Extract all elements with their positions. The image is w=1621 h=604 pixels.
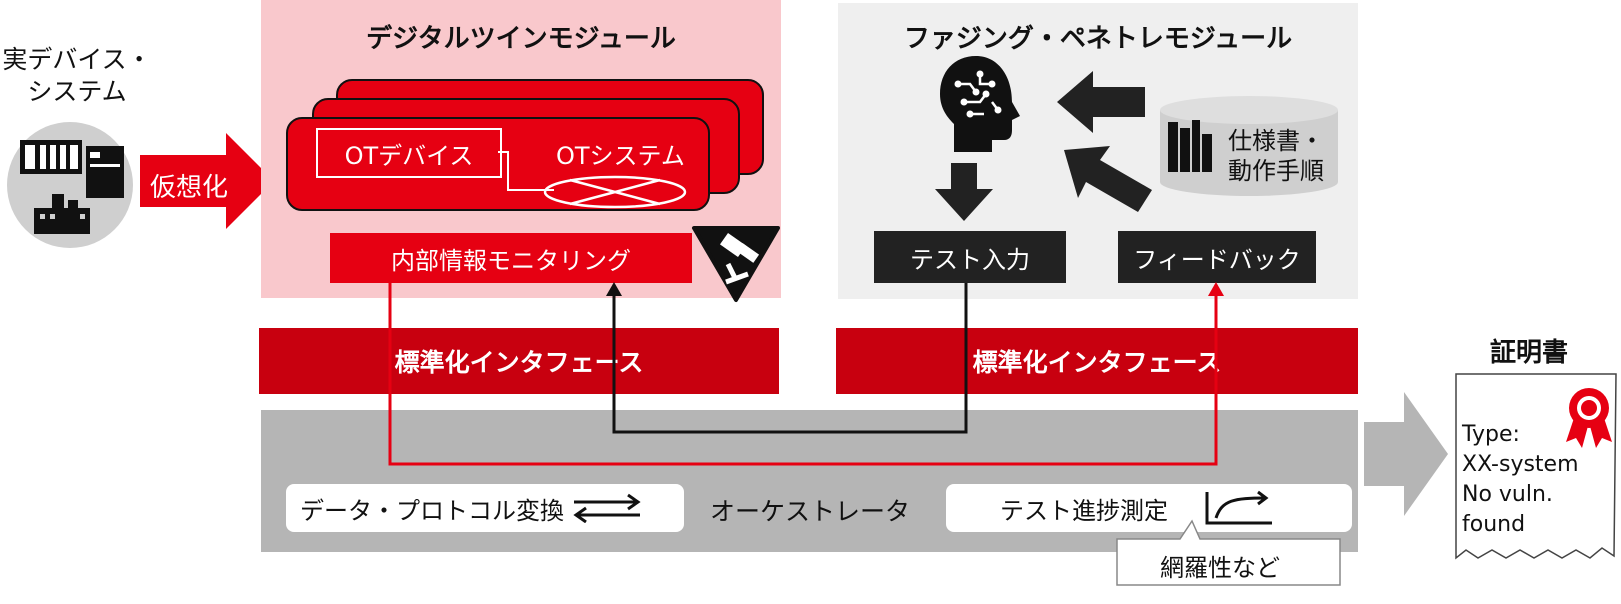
- internal-monitoring-box: 内部情報モニタリング: [330, 233, 692, 283]
- test-input-label: テスト入力: [910, 245, 1030, 274]
- left-arrow-icon: [1057, 71, 1145, 133]
- ot-device-box: OTデバイス: [316, 128, 502, 178]
- diagonal-arrow-icon: [1064, 146, 1152, 212]
- real-devices-icon: [7, 122, 133, 248]
- digital-twin-title: デジタルツインモジュール: [366, 24, 676, 54]
- protocol-conversion-pill: データ・プロトコル変換: [286, 484, 684, 532]
- real-device-label: 実デバイス・ システム: [2, 45, 152, 106]
- award-ribbon-icon: [1566, 388, 1612, 448]
- dt-interface-bar: 標準化インタフェース: [259, 328, 779, 394]
- fz-interface-label: 標準化インタフェース: [972, 348, 1222, 377]
- spec-label: 仕様書・ 動作手順: [1228, 127, 1324, 185]
- ot-device-system-link: [498, 151, 554, 191]
- test-progress-pill: テスト進捗測定: [946, 484, 1352, 532]
- down-arrow-icon: [935, 163, 993, 221]
- progress-curve-icon: [1205, 490, 1272, 525]
- bidirectional-arrows-icon: [573, 493, 641, 523]
- test-progress-label: テスト進捗測定: [1000, 496, 1168, 525]
- spec-database-icon: [1160, 96, 1338, 196]
- ai-head-icon: [940, 56, 1020, 152]
- coverage-callout-shape: [1116, 519, 1341, 586]
- feedback-label: フィードバック: [1133, 245, 1301, 274]
- virtualize-arrow: [140, 133, 274, 229]
- certificate-text: Type: XX-system No vuln. found: [1462, 422, 1579, 537]
- feedback-box: フィードバック: [1118, 231, 1316, 283]
- ot-network-icon: [543, 175, 687, 209]
- internal-monitoring-label: 内部情報モニタリング: [391, 246, 631, 275]
- test-input-box: テスト入力: [874, 231, 1066, 283]
- twin-card-front: [286, 117, 710, 211]
- coverage-callout-label: 網羅性など: [1160, 554, 1280, 582]
- ot-device-label: OTデバイス: [344, 141, 474, 170]
- orchestrator-label: オーケストレータ: [710, 497, 911, 526]
- dt-interface-label: 標準化インタフェース: [394, 348, 644, 377]
- fuzzing-title: ファジング・ペネトレモジュール: [903, 24, 1293, 54]
- certificate-title: 証明書: [1490, 338, 1569, 368]
- monitoring-camera-icon: [692, 226, 780, 302]
- ot-system-label: OTシステム: [556, 142, 685, 170]
- virtualize-label: 仮想化: [150, 173, 229, 203]
- protocol-conversion-label: データ・プロトコル変換: [300, 496, 564, 525]
- fz-interface-bar: 標準化インタフェース: [836, 328, 1358, 394]
- output-arrow: [1364, 392, 1448, 516]
